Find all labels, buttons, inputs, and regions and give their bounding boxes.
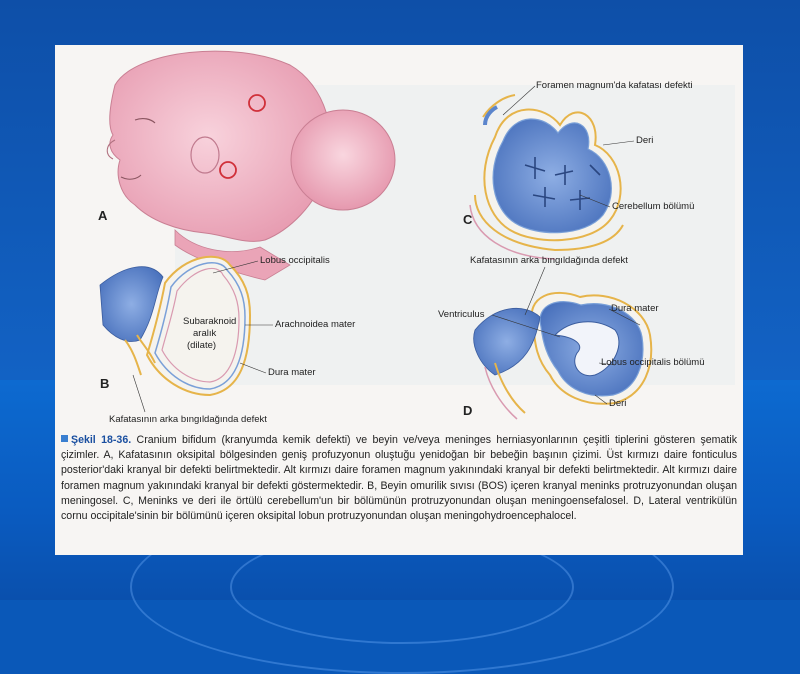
panel-b-letter: B [100,376,109,391]
panel-c-letter: C [463,212,473,227]
label-lobus-occipitalis: Lobus occipitalis [260,255,330,266]
label-deri-d: Deri [609,398,626,409]
label-subarachnoid-2: aralık [193,328,216,339]
occipital-protrusion [290,109,396,211]
panel-d-meningohydroencephalocele: D Kafatasının arka bıngıldağında defekt … [438,255,705,420]
caption-bullet-icon [61,435,68,442]
label-subarachnoid-3: (dilate) [187,340,216,351]
label-foramen-defect: Foramen magnum'da kafatası defekti [536,80,693,91]
label-deri-c: Deri [636,135,653,146]
panel-d-letter: D [463,403,472,418]
textbook-page: A B Lobus occipitalis Subaraknoid aralık… [55,45,743,555]
label-cerebellum: Cerebellum bölümü [612,201,694,212]
panel-a-letter: A [98,208,108,223]
upper-red-circle [248,94,266,112]
label-dura-mater-b: Dura mater [268,367,316,378]
label-dura-mater-d: Dura mater [611,303,659,314]
figure-18-36: A B Lobus occipitalis Subaraknoid aralık… [98,50,735,425]
panel-b-meningocele: B Lobus occipitalis Subaraknoid aralık (… [99,255,355,425]
cerebellar-foliae [524,157,601,210]
lower-red-circle [219,161,237,179]
label-lobus-occipitalis-bolumu: Lobus occipitalis bölümü [601,357,705,368]
panel-c-meningoencephalocele: C Foramen magnum'da kafatası defekti Der… [463,80,694,260]
panel-a-infant-head: A [98,50,396,281]
label-ventriculus: Ventriculus [438,309,485,320]
caption-title: Şekil 18-36. [71,434,132,446]
ear [190,136,220,174]
label-defect-b: Kafatasının arka bıngıldağında defekt [109,414,267,425]
label-subarachnoid-1: Subaraknoid [183,316,236,327]
figure-caption: Şekil 18-36. Cranium bifidum (kranyumda … [61,433,737,524]
label-arachnoidea-mater: Arachnoidea mater [275,319,355,330]
label-defect-d: Kafatasının arka bıngıldağında defekt [470,255,628,266]
ventricle [553,321,620,377]
caption-text: Cranium bifidum (kranyumda kemik defekti… [61,434,737,523]
